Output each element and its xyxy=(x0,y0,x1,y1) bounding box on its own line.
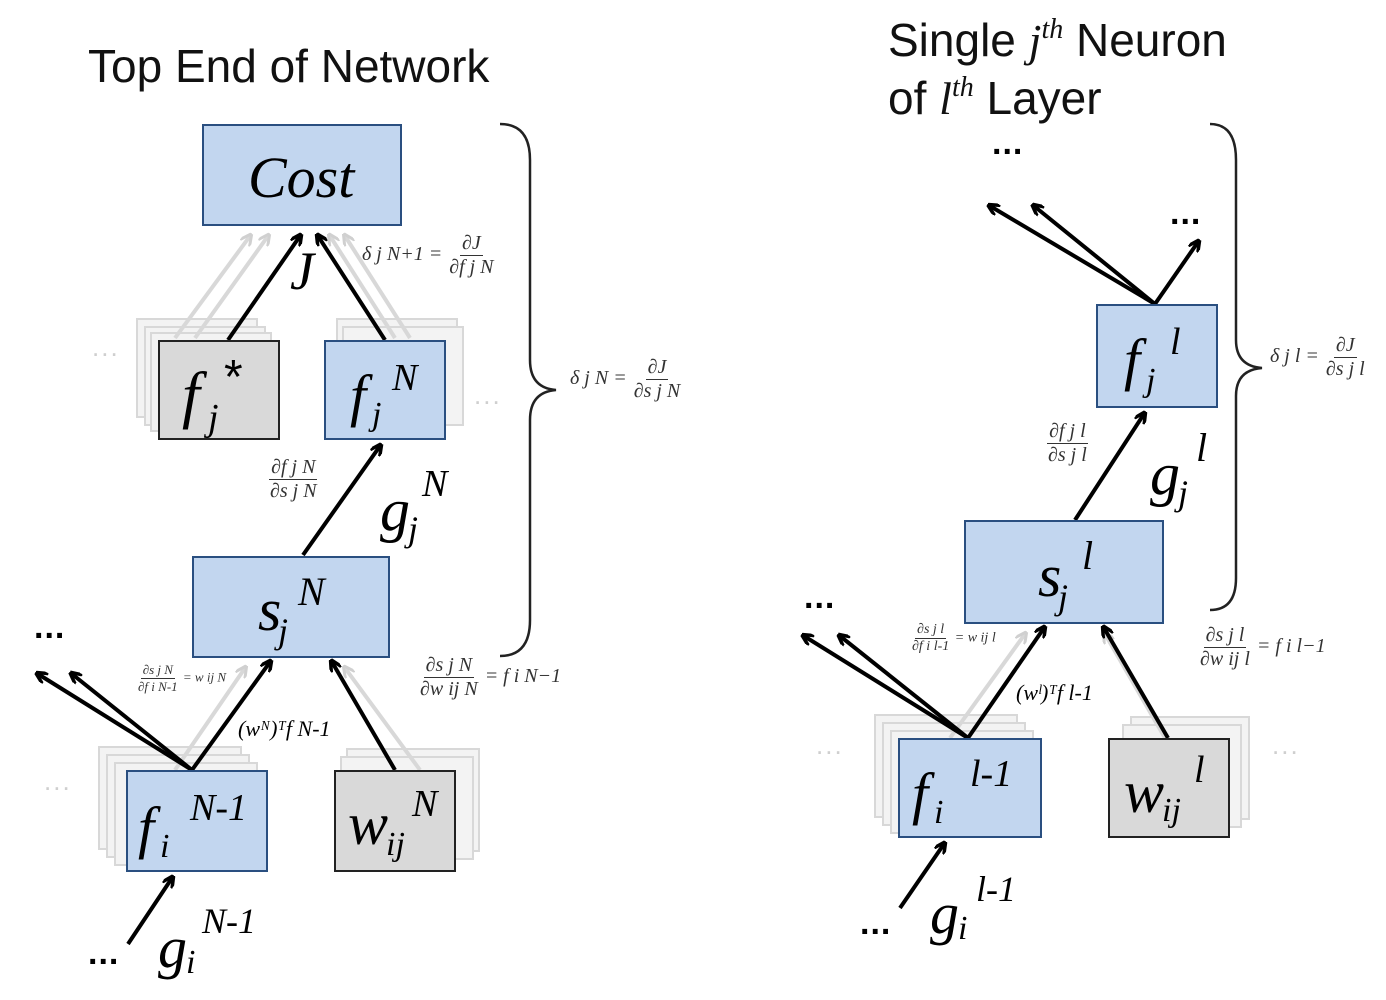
right-brace xyxy=(1209,122,1263,612)
dsdf-left-equation: ∂s j N∂f i N-1 = w ij N xyxy=(138,662,226,694)
right-title-line2: of lth Layer xyxy=(888,72,1102,124)
delta-l-equation: δ j l = ∂J∂s j l xyxy=(1270,334,1365,380)
faded-arrow xyxy=(193,236,268,340)
arrow-fiN1-to-sjN xyxy=(190,662,270,772)
ellipsis: ... xyxy=(1170,194,1202,232)
dsdw-left-equation: ∂s j N∂w ij N = f i N−1 xyxy=(420,654,562,700)
fjl-node: f j l xyxy=(1096,304,1218,408)
arrow-fjl-out-1 xyxy=(990,206,1157,306)
fiN1-node: f i N-1 xyxy=(126,770,268,872)
arrow-fiN1-out-2 xyxy=(72,674,194,772)
arrow-gil1-in xyxy=(898,844,944,910)
fil1-node: f i l-1 xyxy=(898,738,1042,838)
wijl-node: w ij l xyxy=(1108,738,1230,838)
arrow-sjl-to-fjl xyxy=(1073,414,1144,522)
fstar-node: f j * xyxy=(158,340,280,440)
arrow-fjl-out-3 xyxy=(1153,242,1198,306)
dfds-right-equation: ∂f j l∂s j l xyxy=(1047,420,1088,466)
wTf-left-label: (wᴺ)ᵀf N-1 xyxy=(238,716,331,741)
arrow-fil1-to-sjl xyxy=(966,628,1044,740)
arrow-fstar-to-cost xyxy=(226,236,300,342)
arrow-wijl-to-sjl xyxy=(1104,628,1170,740)
ellipsis: ... xyxy=(860,904,892,942)
arrow-fil1-out-1 xyxy=(804,636,970,740)
faded-arrow xyxy=(1105,634,1167,739)
faded-ellipsis: ... xyxy=(1272,730,1300,760)
arrow-sjN-to-fjN xyxy=(301,446,380,557)
right-title-line1: Single jth Neuron xyxy=(888,14,1227,66)
ellipsis: ... xyxy=(88,934,120,972)
cost-node: Cost xyxy=(202,124,402,226)
faded-ellipsis: ... xyxy=(92,332,120,362)
faded-arrow xyxy=(948,634,1025,740)
ellipsis: ... xyxy=(34,608,66,646)
ellipsis: ... xyxy=(804,578,836,616)
J-label: J xyxy=(290,241,314,301)
arrow-gin1-in xyxy=(126,878,172,946)
dsdw-right-equation: ∂s j l∂w ij l = f i l−1 xyxy=(1200,624,1326,670)
left-title: Top End of Network xyxy=(88,40,490,92)
wijN-node: w ij N xyxy=(334,770,456,872)
faded-arrow xyxy=(173,236,250,340)
ellipsis: ... xyxy=(992,124,1024,162)
faded-arrow xyxy=(345,668,422,772)
faded-ellipsis: ... xyxy=(44,766,72,796)
faded-ellipsis: ... xyxy=(816,730,844,760)
faded-ellipsis: ... xyxy=(474,380,502,410)
left-brace xyxy=(499,122,557,658)
faded-arrow xyxy=(330,236,397,340)
wTf-right-label: (wˡ)ᵀf l-1 xyxy=(1016,680,1093,705)
faded-arrow xyxy=(173,668,245,772)
dfds-left-equation: ∂f j N∂s j N xyxy=(269,456,318,502)
delta-N-equation: δ j N = ∂J∂s j N xyxy=(570,356,681,402)
dsdf-right-equation: ∂s j l∂f i l-1 = w ij l xyxy=(912,622,996,654)
delta-N1-equation: δ j N+1 = ∂J∂f j N xyxy=(362,232,494,278)
faded-arrow xyxy=(345,236,412,340)
arrow-fjN-to-cost xyxy=(318,236,387,342)
sjN-node: s j N xyxy=(192,556,390,658)
arrow-fil1-out-2 xyxy=(840,636,970,740)
sjl-node: s j l xyxy=(964,520,1164,624)
arrow-fjl-out-2 xyxy=(1034,206,1157,306)
arrow-fiN1-out-1 xyxy=(38,674,194,772)
fjN-node: f j N xyxy=(324,340,446,440)
arrow-wijN-to-sjN xyxy=(332,662,397,772)
